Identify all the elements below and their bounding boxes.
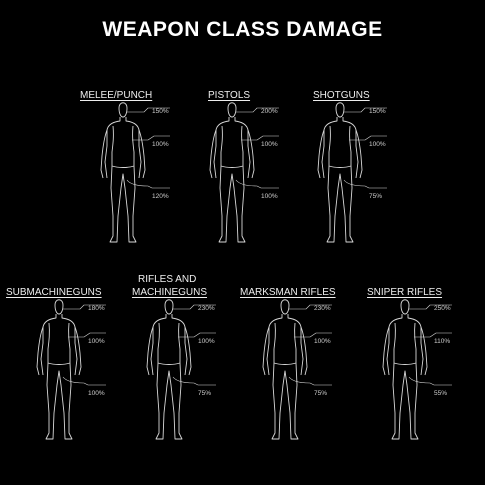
class-panel-rifles: RIFLES AND MACHINEGUNS 230% 100% 75%	[120, 274, 240, 485]
page-title: WEAPON CLASS DAMAGE	[102, 18, 383, 41]
legs-outline	[109, 165, 137, 243]
body-figure	[209, 102, 279, 243]
head-outline	[335, 102, 345, 118]
legs-damage-label: 75%	[198, 390, 212, 397]
torso-damage-label: 100%	[369, 141, 386, 148]
torso-callout-line	[178, 332, 216, 338]
head-callout-line	[63, 304, 106, 310]
head-damage-label: 150%	[369, 108, 386, 115]
torso-outline	[150, 314, 188, 365]
torso-outline	[104, 117, 142, 168]
head-outline	[227, 102, 237, 118]
head-callout-line	[173, 304, 216, 310]
legs-outline	[391, 362, 419, 440]
torso-callout-line	[132, 135, 170, 141]
legs-callout-line	[288, 376, 332, 386]
head-outline	[164, 299, 174, 315]
class-panel-marksman: MARKSMAN RIFLES 230% 100% 75%	[232, 285, 352, 485]
head-damage-label: 230%	[198, 305, 215, 312]
legs-callout-line	[408, 376, 452, 386]
legs-damage-label: 120%	[152, 193, 169, 200]
torso-outline	[321, 117, 359, 168]
legs-outline	[271, 362, 299, 440]
legs-outline	[45, 362, 73, 440]
torso-callout-line	[414, 332, 452, 338]
torso-damage-label: 100%	[88, 338, 105, 345]
legs-callout-line	[62, 376, 106, 386]
arms-outline	[146, 326, 192, 376]
legs-callout-line	[172, 376, 216, 386]
legs-damage-label: 75%	[369, 193, 383, 200]
legs-callout-line	[343, 179, 387, 189]
class-panel-submachineguns: SUBMACHINEGUNS 180% 100% 100%	[6, 285, 126, 485]
legs-callout-line	[126, 179, 170, 189]
head-outline	[280, 299, 290, 315]
legs-damage-label: 55%	[434, 390, 448, 397]
body-figure	[100, 102, 170, 243]
legs-callout-line	[235, 179, 279, 189]
arms-outline	[209, 129, 255, 179]
body-figure	[146, 299, 216, 440]
class-panel-sniper: SNIPER RIFLES 250% 110% 55%	[352, 285, 472, 485]
legs-damage-label: 75%	[314, 390, 328, 397]
class-name: MACHINEGUNS	[132, 287, 208, 298]
class-name: SHOTGUNS	[313, 90, 370, 101]
torso-callout-line	[68, 332, 106, 338]
torso-damage-label: 100%	[152, 141, 169, 148]
legs-outline	[326, 165, 354, 243]
body-figure	[382, 299, 452, 440]
body-figure	[317, 102, 387, 243]
head-damage-label: 180%	[88, 305, 105, 312]
torso-outline	[40, 314, 78, 365]
torso-callout-line	[241, 135, 279, 141]
head-callout-line	[289, 304, 332, 310]
head-damage-label: 150%	[152, 108, 169, 115]
legs-outline	[218, 165, 246, 243]
head-callout-line	[236, 107, 279, 113]
legs-damage-label: 100%	[88, 390, 105, 397]
class-panel-pistols: PISTOLS 200% 100% 100%	[185, 88, 305, 288]
class-name: RIFLES AND	[138, 274, 197, 285]
torso-damage-label: 110%	[434, 338, 451, 345]
torso-damage-label: 100%	[261, 141, 278, 148]
body-figure	[36, 299, 106, 440]
head-outline	[118, 102, 128, 118]
class-name: PISTOLS	[208, 90, 251, 101]
legs-damage-label: 100%	[261, 193, 278, 200]
class-name: MELEE/PUNCH	[80, 90, 153, 101]
torso-damage-label: 100%	[198, 338, 215, 345]
class-panel-shotguns: SHOTGUNS 150% 100% 75%	[293, 88, 413, 288]
head-callout-line	[344, 107, 387, 113]
arms-outline	[36, 326, 82, 376]
arms-outline	[317, 129, 363, 179]
head-callout-line	[127, 107, 170, 113]
class-name: SNIPER RIFLES	[367, 287, 443, 298]
class-panel-melee: MELEE/PUNCH 150% 100% 120%	[72, 88, 192, 288]
legs-outline	[155, 362, 183, 440]
torso-damage-label: 100%	[314, 338, 331, 345]
arms-outline	[262, 326, 308, 376]
arms-outline	[100, 129, 146, 179]
class-name: MARKSMAN RIFLES	[240, 287, 336, 298]
class-name: SUBMACHINEGUNS	[6, 287, 102, 298]
head-outline	[400, 299, 410, 315]
torso-outline	[266, 314, 304, 365]
head-damage-label: 230%	[314, 305, 331, 312]
head-damage-label: 250%	[434, 305, 451, 312]
torso-outline	[213, 117, 251, 168]
torso-callout-line	[294, 332, 332, 338]
body-figure	[262, 299, 332, 440]
head-damage-label: 200%	[261, 108, 278, 115]
arms-outline	[382, 326, 428, 376]
torso-outline	[386, 314, 424, 365]
torso-callout-line	[349, 135, 387, 141]
head-callout-line	[409, 304, 452, 310]
head-outline	[54, 299, 64, 315]
